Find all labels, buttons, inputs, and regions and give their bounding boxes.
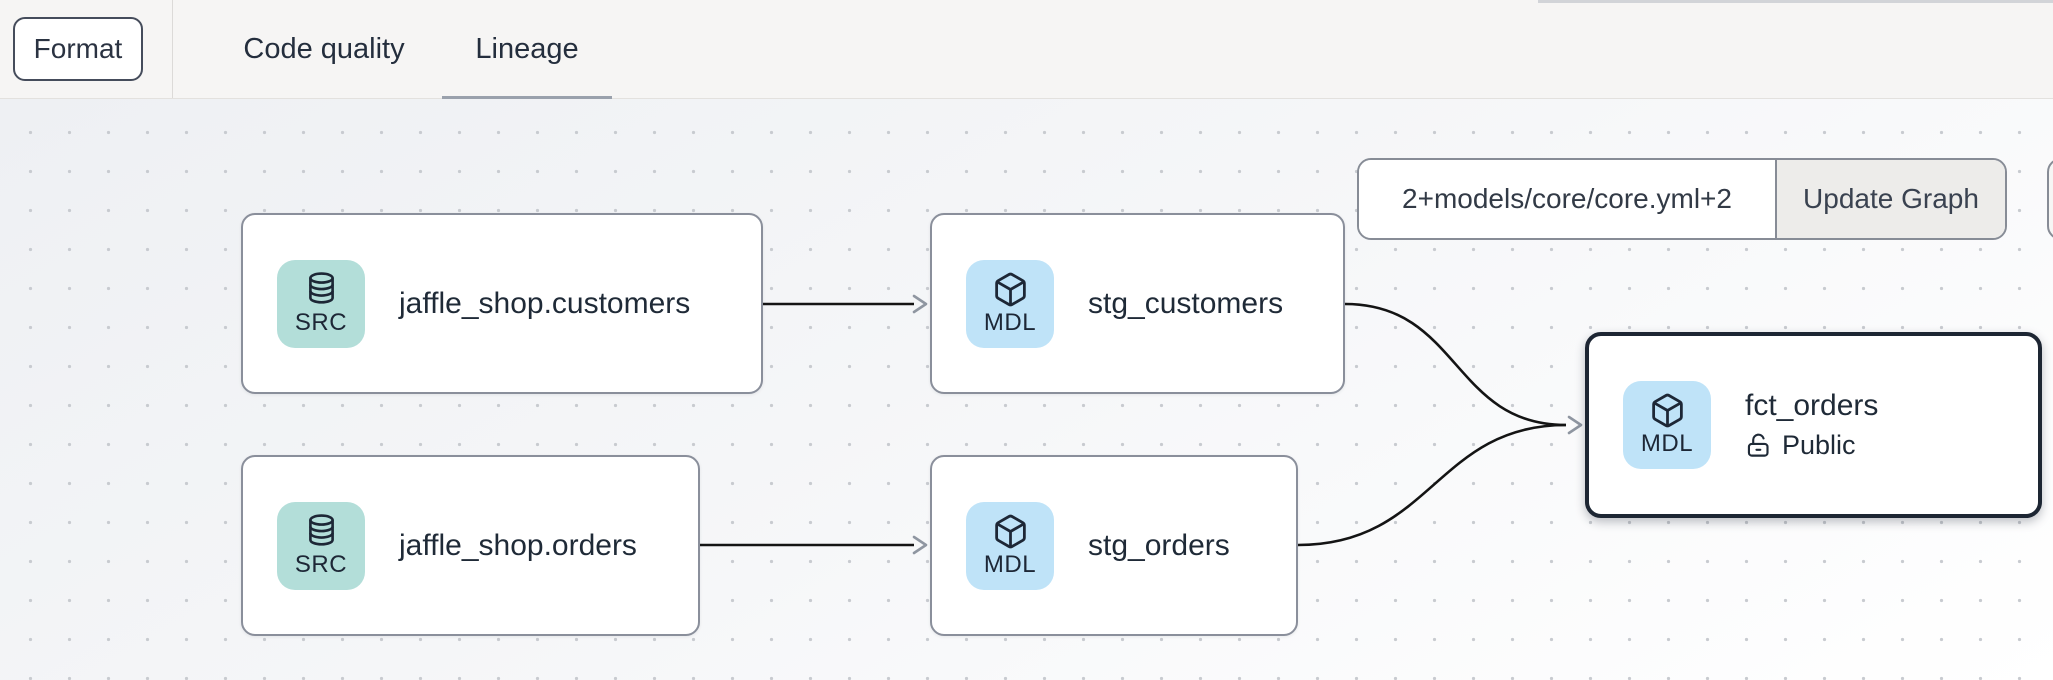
- cube-icon: [994, 514, 1026, 548]
- toolbar-divider: [172, 0, 173, 98]
- tab-lineage[interactable]: Lineage: [442, 0, 612, 103]
- node-title: stg_customers: [1088, 286, 1284, 320]
- badge-label: SRC: [294, 550, 348, 578]
- node-fct-orders[interactable]: MDL fct_orders Public: [1585, 332, 2042, 518]
- source-badge: SRC: [277, 259, 365, 348]
- model-badge: MDL: [966, 259, 1054, 348]
- node-jaffle-shop-customers[interactable]: SRC jaffle_shop.customers: [241, 213, 763, 394]
- node-title: stg_orders: [1088, 528, 1230, 562]
- filter-divider: [1775, 160, 1777, 238]
- update-graph-button[interactable]: Update Graph: [1777, 160, 2005, 238]
- cube-icon: [994, 272, 1026, 306]
- arrowhead-icon: [912, 294, 928, 314]
- node-jaffle-shop-orders[interactable]: SRC jaffle_shop.orders: [241, 455, 700, 636]
- tab-code-quality[interactable]: Code quality: [236, 0, 412, 99]
- edge-stgorders-to-fct: [1297, 423, 1567, 547]
- cube-icon: [1651, 393, 1683, 428]
- pane-top-border: [1538, 0, 2053, 3]
- badge-label: MDL: [983, 550, 1037, 578]
- lineage-filter-group: Update Graph: [1357, 158, 2007, 240]
- format-button[interactable]: Format: [13, 17, 143, 81]
- cropped-toolbar-button[interactable]: [2047, 158, 2053, 240]
- arrowhead-icon: [1567, 415, 1583, 435]
- arrowhead-icon: [912, 535, 928, 555]
- tab-code-quality-label: Code quality: [243, 33, 405, 65]
- model-badge: MDL: [966, 501, 1054, 590]
- badge-label: MDL: [983, 308, 1037, 336]
- model-badge: MDL: [1623, 381, 1711, 469]
- node-title: jaffle_shop.customers: [399, 286, 691, 320]
- node-title: fct_orders: [1745, 389, 1879, 422]
- toolbar: Format Code quality Lineage: [0, 0, 2053, 103]
- node-title: jaffle_shop.orders: [399, 528, 637, 562]
- lineage-selector-input[interactable]: [1359, 160, 1775, 238]
- tab-lineage-label: Lineage: [475, 33, 579, 65]
- lock-open-icon: [1747, 433, 1769, 457]
- node-stg-orders[interactable]: MDL stg_orders: [930, 455, 1298, 636]
- node-stg-customers[interactable]: MDL stg_customers: [930, 213, 1345, 394]
- badge-label: MDL: [1640, 430, 1694, 457]
- node-access: Public: [1745, 430, 1878, 461]
- database-icon: [308, 513, 334, 546]
- edge-stgcustomers-to-fct: [1344, 302, 1567, 427]
- access-label: Public: [1782, 430, 1856, 460]
- badge-label: SRC: [294, 308, 348, 336]
- source-badge: SRC: [277, 501, 365, 590]
- lineage-canvas[interactable]: SRC jaffle_shop.customers MDL stg_custom…: [0, 99, 2053, 680]
- node-text: fct_orders Public: [1745, 389, 1878, 461]
- database-icon: [308, 271, 334, 304]
